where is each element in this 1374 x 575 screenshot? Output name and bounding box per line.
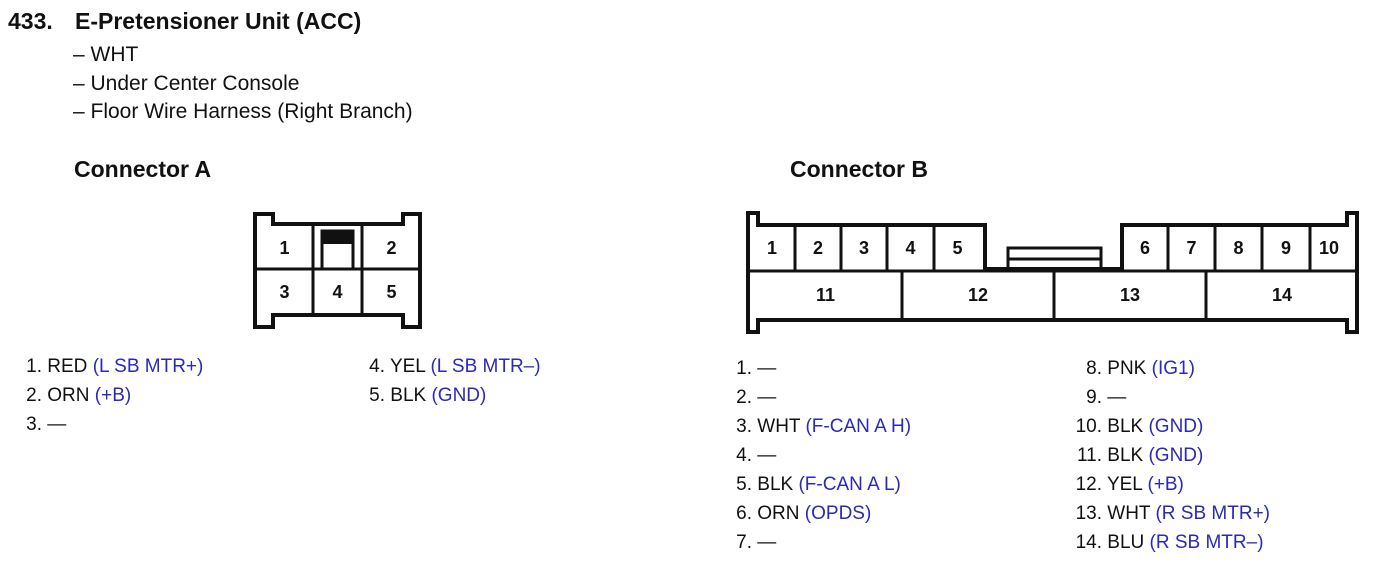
pin-b5: 5 — [952, 237, 963, 258]
wire-b5: 5. BLK (F-CAN A L) — [736, 474, 901, 495]
connector-b-diagram: 1 2 3 4 5 6 7 8 9 10 11 12 13 14 — [740, 205, 1366, 340]
wire-b2: 2. — — [736, 387, 777, 408]
pin-b12: 12 — [967, 285, 989, 305]
pin-a4: 4 — [332, 281, 343, 302]
wire-a1: 1. RED (L SB MTR+) — [26, 356, 204, 377]
wire-b6: 6. ORN (OPDS) — [736, 503, 872, 524]
wire-b9: 9. — — [1086, 387, 1127, 408]
wire-a4: 4. YEL (L SB MTR–) — [369, 356, 541, 377]
pin-b4: 4 — [905, 237, 916, 258]
page-title: 433. E-Pretensioner Unit (ACC) — [8, 8, 361, 35]
pin-b2: 2 — [812, 237, 823, 258]
wire-b10: 10. BLK (GND) — [1075, 416, 1204, 437]
key-slot-fill — [322, 231, 353, 244]
pin-b14: 14 — [1271, 285, 1293, 305]
wire-a2: 2. ORN (+B) — [26, 385, 132, 406]
pin-b9: 9 — [1280, 237, 1291, 258]
pin-a3: 3 — [279, 281, 290, 302]
pin-b8: 8 — [1233, 237, 1244, 258]
component-name: E-Pretensioner Unit (ACC) — [75, 8, 362, 34]
detail-harness: – Floor Wire Harness (Right Branch) — [73, 100, 413, 123]
pin-a5: 5 — [386, 281, 397, 302]
wire-a3: 3. — — [26, 414, 67, 435]
pin-b7: 7 — [1186, 237, 1197, 258]
wire-b13: 13. WHT (R SB MTR+) — [1075, 503, 1271, 524]
pin-b11: 11 — [815, 285, 836, 305]
wire-b1: 1. — — [736, 358, 777, 379]
wire-b14: 14. BLU (R SB MTR–) — [1075, 532, 1264, 553]
wire-b3: 3. WHT (F-CAN A H) — [736, 416, 912, 437]
pin-b10: 10 — [1318, 237, 1340, 258]
connector-a-label: Connector A — [74, 156, 212, 182]
wire-b8: 8. PNK (IG1) — [1086, 358, 1195, 379]
pin-b6: 6 — [1139, 237, 1150, 258]
wire-b12: 12. YEL (+B) — [1075, 474, 1184, 495]
pin-a2: 2 — [386, 237, 397, 258]
wire-a5: 5. BLK (GND) — [369, 385, 487, 406]
detail-color: – WHT — [73, 43, 139, 66]
item-number: 433. — [8, 8, 53, 34]
pin-b13: 13 — [1119, 285, 1141, 305]
pin-a1: 1 — [279, 237, 290, 258]
wire-b7: 7. — — [736, 532, 777, 553]
detail-location: – Under Center Console — [73, 72, 300, 95]
pin-b3: 3 — [858, 237, 869, 258]
pin-b1: 1 — [766, 237, 777, 258]
connector-a-diagram: 1 2 3 4 5 — [248, 208, 428, 333]
wire-b11: 11. BLK (GND) — [1076, 445, 1204, 466]
wire-b4: 4. — — [736, 445, 777, 466]
connector-b-label: Connector B — [790, 156, 928, 182]
